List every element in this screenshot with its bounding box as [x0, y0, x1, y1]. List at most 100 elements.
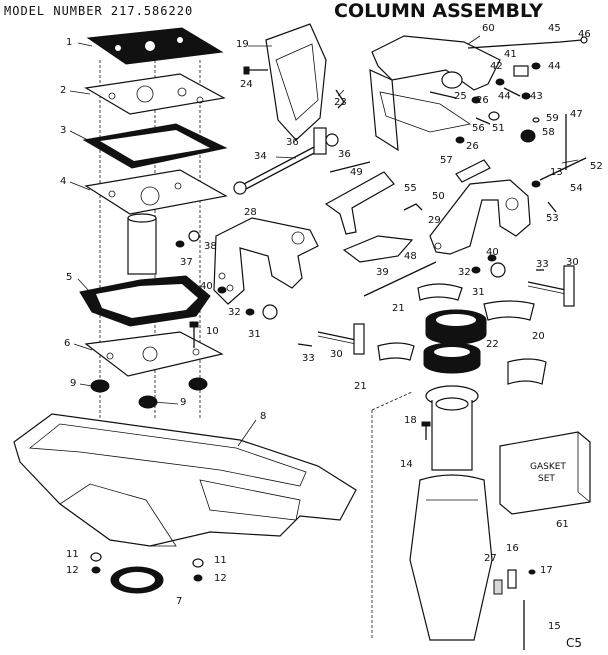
callout-c26a: 26	[476, 95, 489, 106]
callout-c31b: 31	[472, 287, 485, 298]
leader-lines	[69, 35, 579, 447]
part-38-washer	[188, 230, 200, 242]
callout-c7: 7	[176, 596, 183, 607]
callout-c39: 39	[376, 267, 389, 278]
part-11-nut	[192, 558, 204, 568]
callout-c20: 20	[532, 331, 545, 342]
callout-c12a: 12	[66, 565, 79, 576]
part-4-reed-plate	[84, 169, 228, 275]
part-9-grommet	[188, 377, 208, 391]
gasket-set-label-line2: SET	[538, 474, 555, 484]
part-26-washer	[471, 96, 481, 104]
part-32-washer	[245, 308, 255, 316]
part-51-clip	[488, 111, 500, 121]
part-13-nut	[531, 180, 541, 188]
callout-c32b: 32	[458, 267, 471, 278]
callout-c10: 10	[206, 326, 219, 337]
callout-c13: 13	[550, 167, 563, 178]
part-57-tube	[455, 159, 491, 183]
callout-c2: 2	[60, 85, 67, 96]
part-45-cable	[467, 39, 583, 49]
callout-c23: 23	[334, 97, 347, 108]
callout-c31a: 31	[248, 329, 261, 340]
part-61-gasket-set	[499, 431, 591, 515]
callout-c47: 47	[570, 109, 583, 120]
part-42-washer	[495, 78, 505, 86]
callout-c55: 55	[404, 183, 417, 194]
part-23-spring	[335, 89, 345, 109]
part-59-spring	[532, 117, 540, 123]
part-10-screw	[189, 321, 199, 348]
callout-c30b: 30	[330, 349, 343, 360]
callout-c44b: 44	[498, 91, 511, 102]
callout-c33a: 33	[536, 259, 549, 270]
callout-c15: 15	[548, 621, 561, 632]
callout-c18: 18	[404, 415, 417, 426]
part-40-washer	[217, 286, 227, 294]
part-16-bracket	[507, 569, 517, 589]
part-11-nut	[90, 552, 102, 562]
part-40-washer	[487, 254, 497, 262]
part-26-washer	[455, 136, 465, 144]
part-1-gasket	[86, 27, 224, 65]
part-29-clamp-bracket	[429, 179, 531, 255]
part-36-nut	[233, 181, 247, 195]
callout-c27: 27	[484, 553, 497, 564]
callout-c25: 25	[454, 91, 467, 102]
part-32-washer	[471, 266, 481, 274]
part-2-plate	[84, 73, 226, 115]
callout-c34: 34	[254, 151, 267, 162]
callout-c21a: 21	[392, 303, 405, 314]
part-14-column-housing	[409, 385, 493, 641]
part-53-pin	[547, 201, 557, 213]
part-31-pad	[490, 262, 506, 278]
callout-c53: 53	[546, 213, 559, 224]
callout-c52: 52	[590, 161, 603, 172]
callout-c59: 59	[546, 113, 559, 124]
callout-c17: 17	[540, 565, 553, 576]
part-43-screw	[503, 87, 521, 97]
callout-c37: 37	[180, 257, 193, 268]
part-55-bracket	[324, 171, 395, 235]
callout-c3: 3	[60, 125, 67, 136]
callout-c12b: 12	[214, 573, 227, 584]
callout-c58: 58	[542, 127, 555, 138]
part-36-nut	[325, 133, 339, 147]
callout-c11b: 11	[214, 555, 227, 566]
callout-c51: 51	[492, 123, 505, 134]
part-24-bolt	[243, 66, 268, 75]
callout-c36b: 36	[338, 149, 351, 160]
callout-c56: 56	[472, 123, 485, 134]
model-number: MODEL NUMBER 217.586220	[4, 4, 194, 18]
callout-c45: 45	[548, 23, 561, 34]
part-41-bracket	[513, 65, 529, 77]
callout-c49: 49	[350, 167, 363, 178]
part-34-shaft	[239, 145, 321, 191]
callout-c38: 38	[204, 241, 217, 252]
part-22-mount	[423, 342, 481, 374]
callout-c30a: 30	[566, 257, 579, 268]
callout-c46: 46	[578, 29, 591, 40]
part-30-clamp-screw	[317, 323, 365, 355]
part-3-gasket	[82, 123, 228, 169]
callout-c11a: 11	[66, 549, 79, 560]
callout-c57: 57	[440, 155, 453, 166]
part-8-lower-pan	[13, 413, 357, 547]
part-20-bushing	[483, 300, 535, 321]
part-19-cover	[265, 23, 327, 141]
part-18-screw	[421, 421, 431, 440]
part-21-bushing	[417, 283, 463, 301]
callout-c14: 14	[400, 459, 413, 470]
callout-c22: 22	[486, 339, 499, 350]
part-39-rod	[363, 261, 437, 297]
callout-c29: 29	[428, 215, 441, 226]
callout-c33b: 33	[302, 353, 315, 364]
part-21-bushing	[377, 342, 415, 361]
part-31-pad	[262, 304, 278, 320]
part-25-pin	[429, 91, 457, 99]
callout-c26b: 26	[466, 141, 479, 152]
callout-c28: 28	[244, 207, 257, 218]
guide-line	[371, 391, 413, 640]
